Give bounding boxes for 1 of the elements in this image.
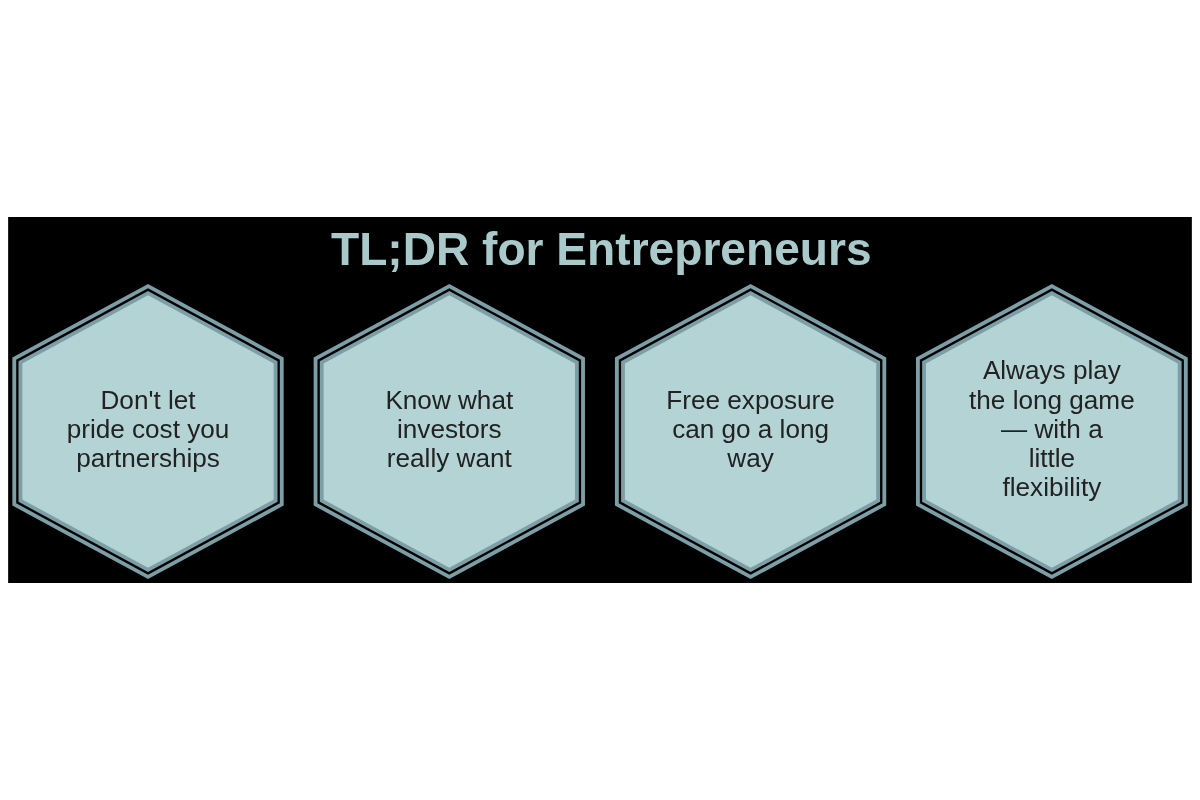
diagram-title: TL;DR for Entrepreneurs (331, 222, 872, 275)
